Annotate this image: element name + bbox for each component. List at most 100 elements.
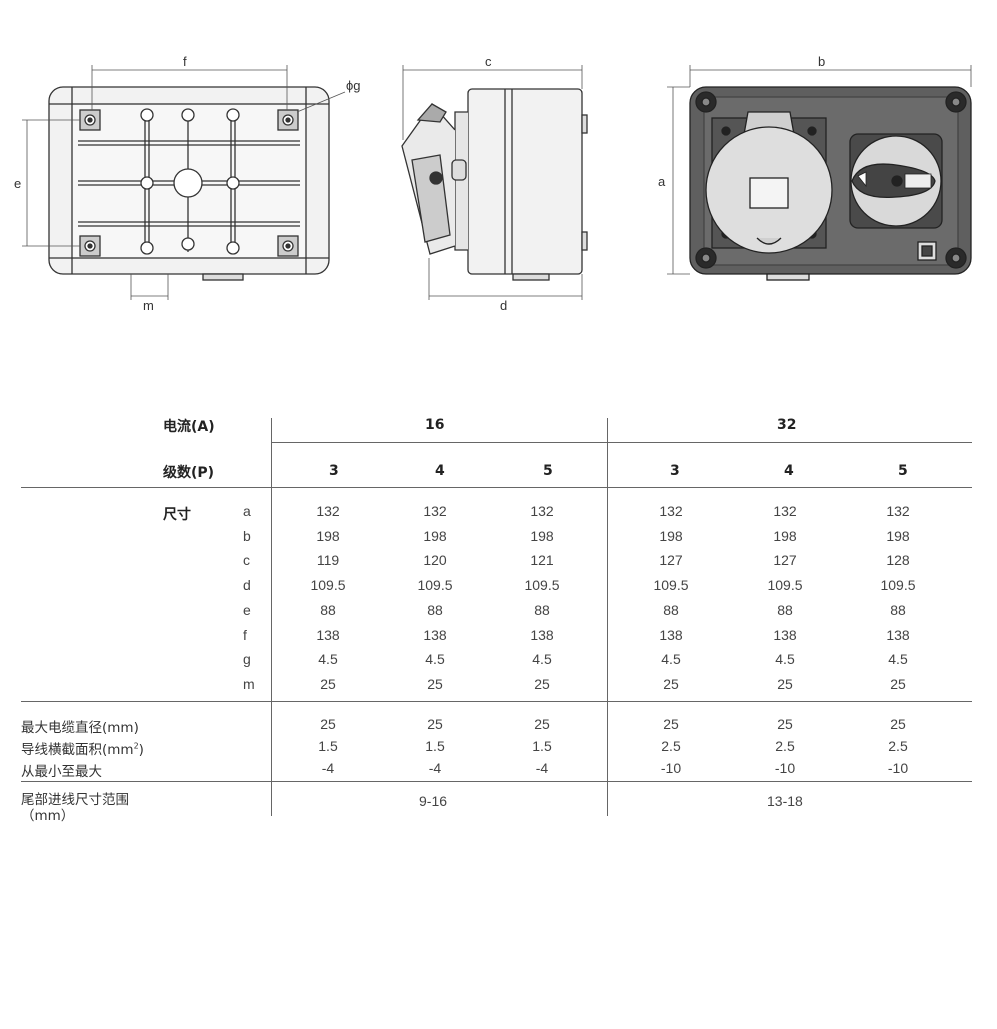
divider-line [271,442,972,443]
dimension-value-cell: 198 [316,527,340,544]
wire-section-text: 导线横截面积(mm [21,742,134,758]
dimension-value-cell: 132 [773,503,797,519]
wire-section-sup: 2 [133,741,139,751]
dimension-value-cell: 4.5 [775,651,795,668]
dimension-value-cell: 121 [530,552,554,569]
tail-range-value-16: 9-16 [419,793,448,809]
poles-header: 3 [670,463,680,479]
dim-g-label: ϕg [346,78,361,93]
dimension-value-cell: 138 [423,626,447,643]
dimension-value-cell: 88 [890,601,906,618]
dimension-value-cell: 25 [663,675,679,692]
dimension-value-cell: 88 [320,601,336,618]
dimension-value-cell: 198 [423,527,447,544]
cable-diameter-label: 最大电缆直径(mm) [21,720,139,736]
dimension-value-cell: 120 [423,552,447,569]
wire-values-cell: 1.5 [425,738,445,754]
cable-values-cell: 25 [777,716,793,732]
wire-values-cell: 2.5 [661,738,681,754]
divider-line [21,781,972,782]
dimension-value-cell: 138 [659,626,683,643]
dimension-value-cell: 109.5 [417,577,453,594]
size-label: 尺寸 [163,507,191,523]
cable-values-cell: 25 [427,716,443,732]
dimension-key: b [243,527,251,544]
poles-header: 4 [784,463,794,479]
dimension-value-cell: 25 [777,675,793,692]
back-view-dimensions [22,65,346,300]
poles-label: 级数(P) [163,465,215,481]
current-label: 电流(A) [163,419,215,435]
dimension-value-cell: 109.5 [310,577,346,594]
dimension-key: g [243,651,251,668]
current-value-16: 16 [425,417,445,433]
poles-header: 4 [435,463,445,479]
cable-values-cell: 25 [320,716,336,732]
cable-values-cell: 25 [534,716,550,732]
dimension-value-cell: 138 [316,626,340,643]
poles-header: 3 [329,463,339,479]
cable-values-cell: 25 [890,716,906,732]
current-value-32: 32 [777,417,797,433]
dimension-value-cell: 25 [890,675,906,692]
dimension-value-cell: 198 [886,527,910,544]
dimension-value-cell: 132 [530,503,554,519]
dim-a-label: a [658,174,666,189]
range-values-cell: -10 [887,760,909,776]
wire-section-end: ) [138,742,144,758]
technical-drawings: f ϕg e m c d [14,54,972,313]
front-view-drawing [689,86,972,281]
dimension-value-cell: 88 [663,601,679,618]
dimension-value-cell: 88 [534,601,550,618]
dim-b-label: b [818,54,825,69]
poles-header: 5 [898,463,908,479]
dim-f-label: f [183,54,187,69]
poles-header: 5 [543,463,553,479]
wire-values-cell: 1.5 [318,738,338,754]
dimension-value-cell: 109.5 [767,577,803,594]
dimension-key: c [243,552,250,569]
dimension-value-cell: 4.5 [532,651,552,668]
dimension-key: d [243,577,251,594]
dimension-key: f [243,626,247,643]
dimension-value-cell: 198 [773,527,797,544]
dimension-value-cell: 198 [659,527,683,544]
tail-range-label-line2: （mm） [21,808,75,824]
front-view-dimensions [667,65,972,275]
range-values-cell: -4 [535,760,549,776]
dimension-value-cell: 138 [530,626,554,643]
cable-values-cell: 25 [663,716,679,732]
dimension-key: e [243,601,251,618]
wire-section-label: 导线横截面积(mm2) [21,738,144,759]
range-label: 从最小至最大 [21,764,102,780]
wire-values-cell: 2.5 [775,738,795,754]
side-view-drawing [401,88,588,281]
range-values-cell: -4 [428,760,442,776]
dimension-key: a [243,503,251,519]
divider-line [607,418,608,816]
dimension-value-cell: 4.5 [318,651,338,668]
divider-line [271,418,272,816]
dim-c-label: c [485,54,492,69]
dimension-value-cell: 138 [773,626,797,643]
dimension-value-cell: 88 [427,601,443,618]
dimension-value-cell: 198 [530,527,554,544]
divider-line [21,701,972,702]
dimension-value-cell: 132 [659,503,683,519]
wire-values-cell: 2.5 [888,738,908,754]
dimension-key: m [243,675,255,692]
dimension-value-cell: 88 [777,601,793,618]
dimension-value-cell: 109.5 [524,577,560,594]
divider-line [21,487,972,488]
wire-values-cell: 1.5 [532,738,552,754]
dimension-value-cell: 109.5 [880,577,916,594]
dimension-value-cell: 25 [320,675,336,692]
dimension-value-cell: 109.5 [653,577,689,594]
range-values-cell: -10 [774,760,796,776]
dim-m-label: m [143,298,154,313]
dim-e-label: e [14,176,21,191]
dimension-value-cell: 127 [773,552,797,569]
tail-range-value-32: 13-18 [767,793,803,809]
dimension-value-cell: 132 [423,503,447,519]
dim-d-label: d [500,298,507,313]
